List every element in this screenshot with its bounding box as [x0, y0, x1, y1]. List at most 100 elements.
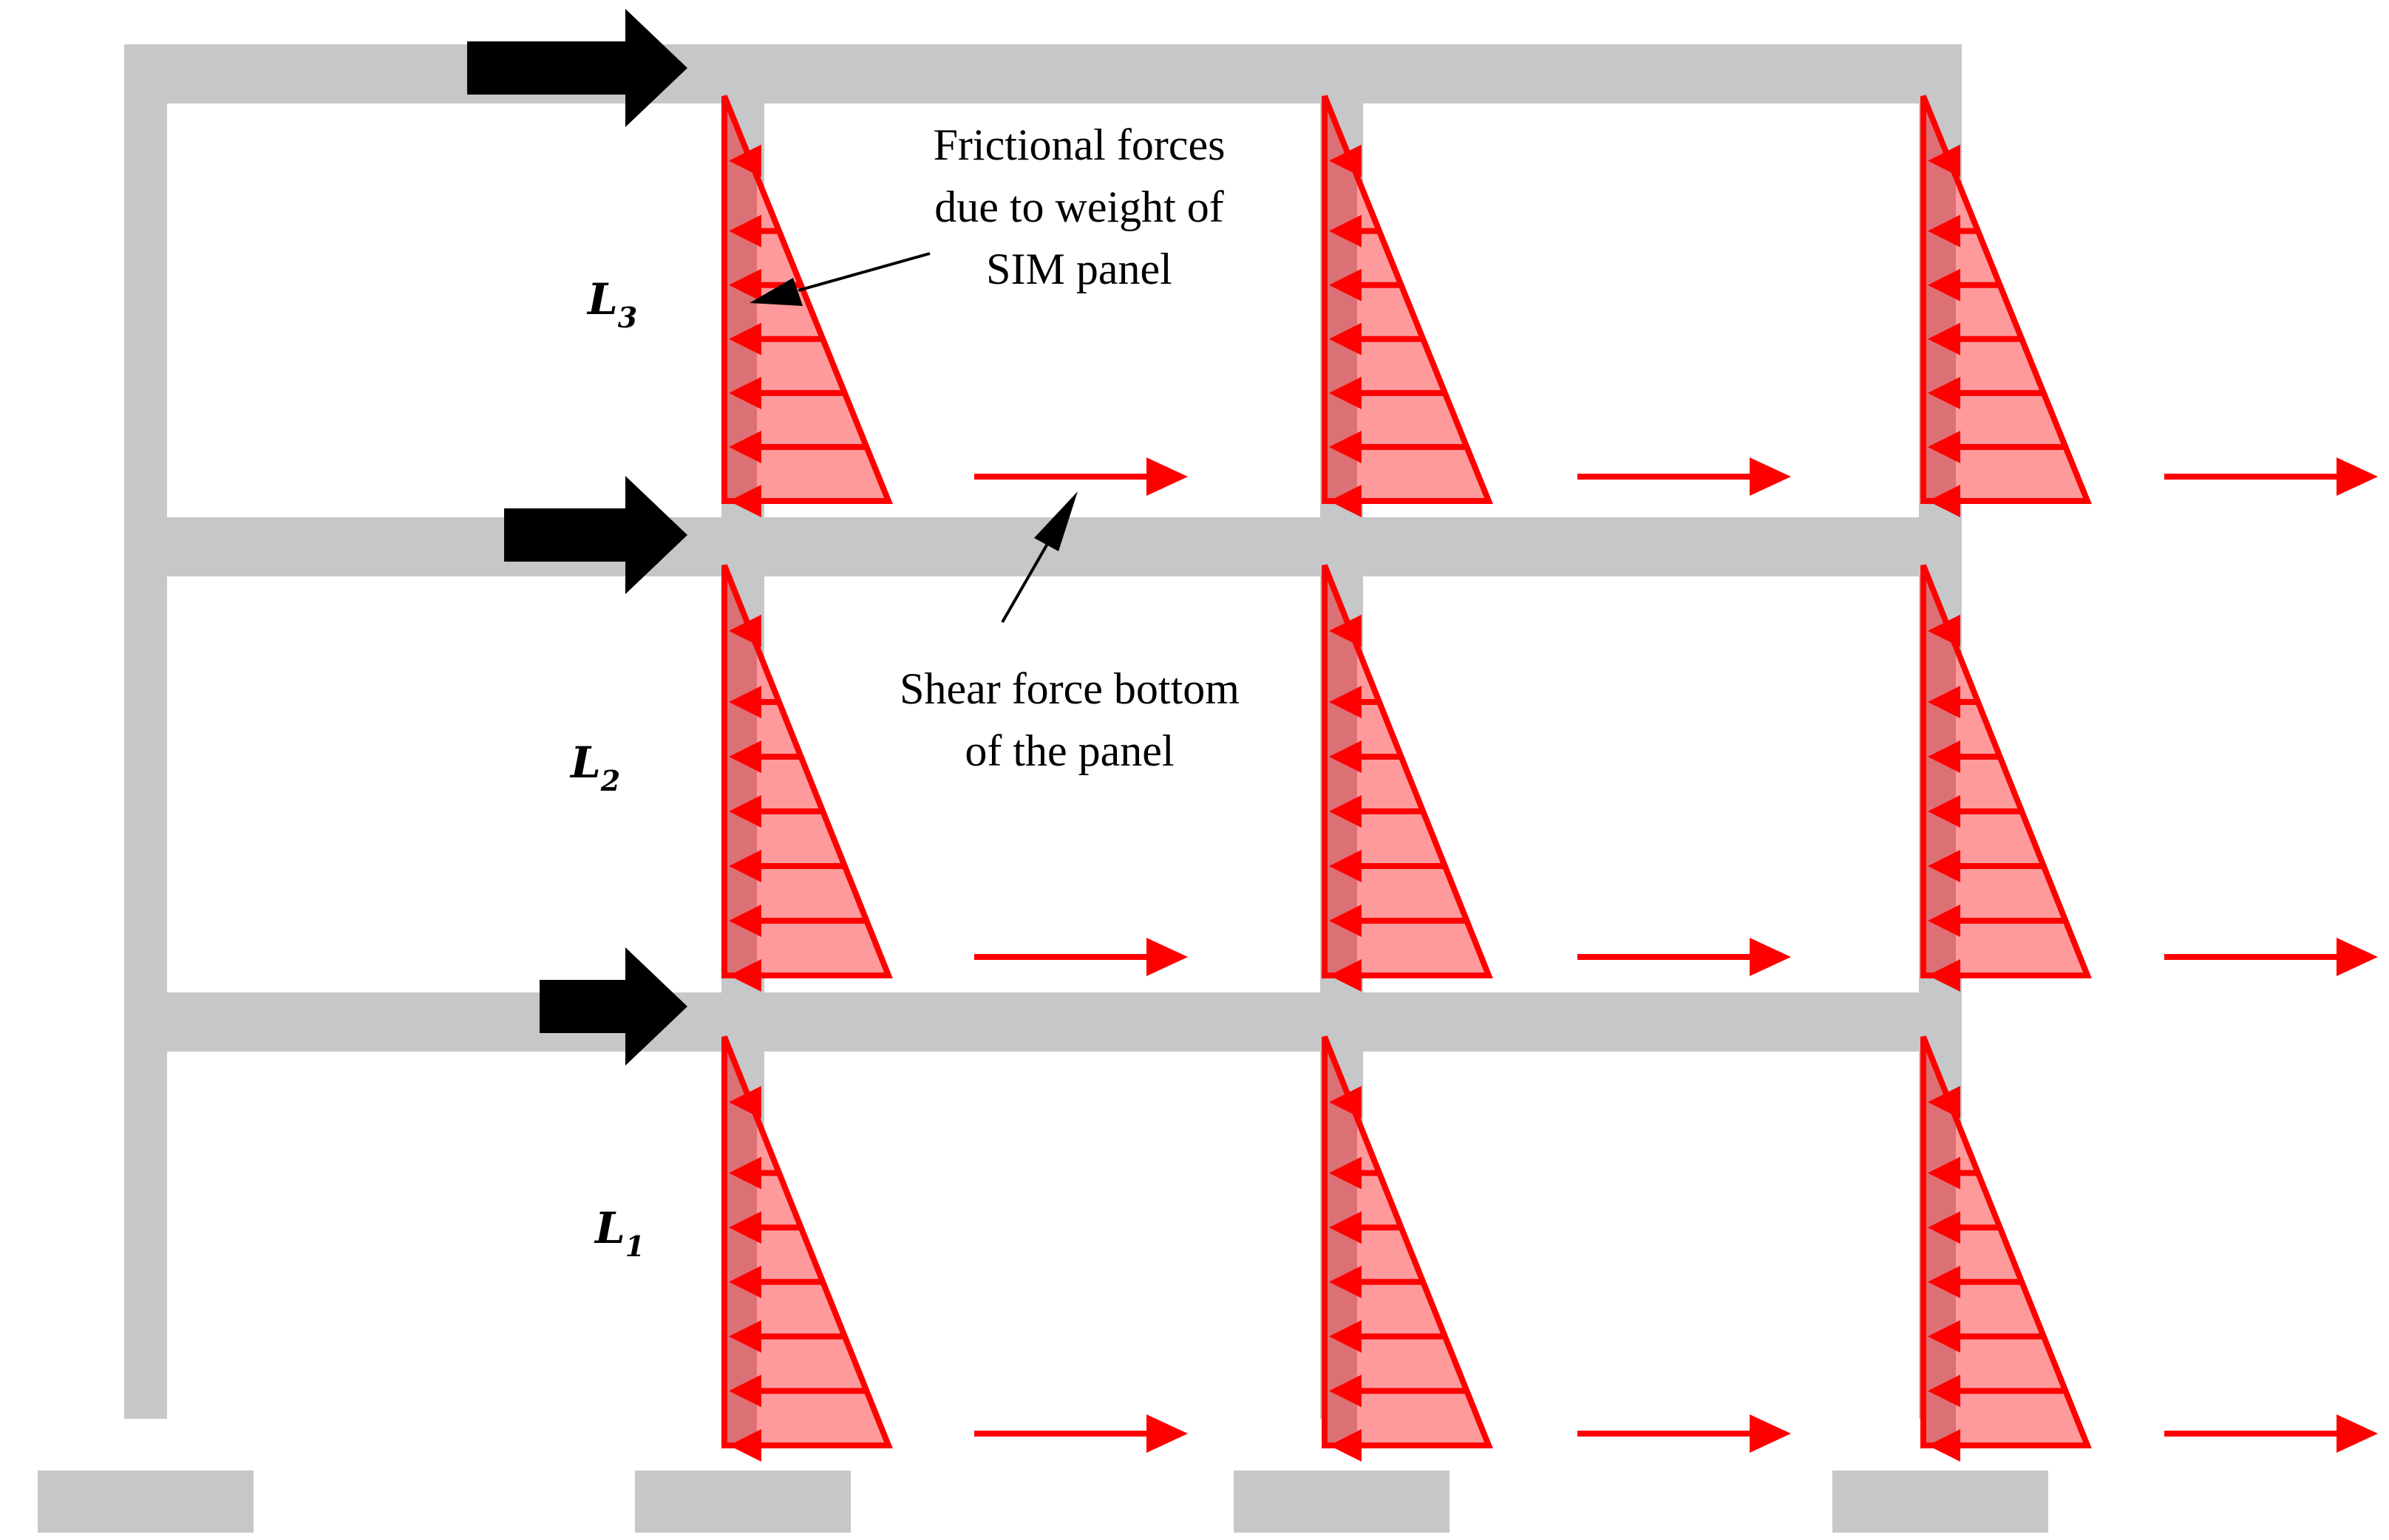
friction-force-arrowhead: [1329, 214, 1362, 248]
friction-force-arrowhead: [729, 430, 761, 463]
friction-distribution-level-1-bay-3: [1920, 1035, 2378, 1462]
footing-2: [635, 1471, 851, 1533]
friction-force-arrowhead: [1329, 268, 1362, 301]
friction-force-arrowhead: [1329, 1211, 1362, 1244]
lateral-load-arrow-2: [504, 476, 687, 594]
friction-force-arrowhead: [1329, 686, 1362, 718]
friction-force-arrowhead: [729, 1211, 761, 1244]
friction-distribution-level-1-bay-2: [1322, 1035, 1791, 1462]
level-label-2: L2: [569, 737, 620, 797]
friction-triangle-outline: [1920, 1035, 2092, 1448]
friction-force-arrowhead: [729, 1265, 761, 1298]
friction-force-arrowhead: [729, 268, 761, 301]
friction-force-arrowhead: [1329, 1156, 1362, 1190]
friction-distribution-level-1-bay-1: [721, 1035, 1188, 1462]
friction-force-arrowhead: [729, 322, 761, 355]
friction-force-arrowhead: [1928, 740, 1960, 773]
friction-force-arrowhead: [1928, 214, 1960, 248]
friction-force-arrowhead: [1928, 850, 1960, 882]
shear-force-arrowhead: [1750, 457, 1791, 496]
friction-triangle-outline: [1322, 95, 1493, 504]
footing-1: [38, 1471, 254, 1533]
lateral-load-arrow-1: [540, 947, 687, 1066]
friction-triangle-outline: [721, 564, 893, 978]
friction-force-arrowhead: [1329, 904, 1362, 937]
shear-callout-line-1: Shear force bottom: [900, 664, 1240, 713]
friction-force-arrowhead: [1329, 322, 1362, 355]
friction-distribution-level-3-bay-3: [1920, 95, 2378, 517]
level-label-3: L3: [586, 274, 637, 334]
friction-force-arrowhead: [729, 850, 761, 882]
friction-callout-leader: [798, 252, 931, 292]
friction-callout-line-3: SIM panel: [986, 245, 1172, 293]
friction-distribution-level-3-bay-1: [721, 95, 1188, 517]
shear-force-arrowhead: [2337, 457, 2378, 496]
friction-force-arrowhead: [1329, 795, 1362, 828]
shear-force-arrowhead: [1146, 457, 1188, 496]
friction-force-arrowhead: [1329, 1374, 1362, 1408]
shear-callout-line-2: of the panel: [965, 726, 1174, 775]
shear-force-arrowhead: [1146, 938, 1188, 976]
friction-force-arrowhead: [1928, 686, 1960, 718]
friction-force-arrowhead: [1928, 795, 1960, 828]
friction-force-arrowhead: [1928, 322, 1960, 355]
column-1: [124, 44, 167, 1419]
friction-force-arrowhead: [1928, 268, 1960, 301]
friction-callout-arrowhead: [750, 278, 803, 306]
friction-force-arrowhead: [1928, 430, 1960, 463]
friction-force-arrowhead: [1329, 740, 1362, 773]
friction-force-arrowhead: [1928, 1156, 1960, 1190]
friction-distribution-level-3-bay-2: [1322, 95, 1791, 517]
friction-force-arrowhead: [1928, 376, 1960, 409]
beam-1: [124, 992, 1962, 1052]
friction-force-arrowhead: [1928, 1211, 1960, 1244]
shear-callout-arrowhead: [1034, 491, 1078, 551]
friction-force-arrowhead: [1329, 1320, 1362, 1353]
friction-force-arrowhead: [729, 686, 761, 718]
friction-force-arrowhead: [729, 376, 761, 409]
friction-callout: Frictional forces due to weight of SIM p…: [750, 120, 1225, 306]
friction-force-arrowhead: [729, 1320, 761, 1353]
shear-force-arrowhead: [1146, 1414, 1188, 1453]
shear-callout: Shear force bottom of the panel: [900, 491, 1240, 775]
friction-force-arrowhead: [1329, 376, 1362, 409]
friction-force-arrowhead: [1928, 1265, 1960, 1298]
friction-force-arrowhead: [729, 740, 761, 773]
friction-force-arrowhead: [729, 214, 761, 248]
shear-force-arrowhead: [2337, 1414, 2378, 1453]
friction-force-arrowhead: [1928, 904, 1960, 937]
friction-triangle-outline: [1920, 95, 2092, 504]
level-labels: L3 L2 L1: [569, 274, 645, 1263]
friction-callout-line-1: Frictional forces: [934, 120, 1226, 169]
friction-distribution-level-2-bay-2: [1322, 564, 1791, 992]
lateral-load-arrows: [467, 9, 687, 1066]
footing-3: [1234, 1471, 1450, 1533]
shear-force-arrowhead: [1750, 938, 1791, 976]
friction-force-arrowhead: [1928, 1320, 1960, 1353]
friction-triangle-outline: [1322, 1035, 1493, 1448]
shear-force-arrowhead: [2337, 938, 2378, 976]
friction-triangle-outline: [721, 1035, 893, 1448]
friction-force-arrowhead: [729, 904, 761, 937]
friction-force-arrowhead: [729, 1374, 761, 1408]
panel-force-distributions: [721, 95, 2378, 1462]
friction-triangle-outline: [1322, 564, 1493, 978]
friction-force-arrowhead: [1329, 850, 1362, 882]
footing-4: [1832, 1471, 2048, 1533]
friction-callout-line-2: due to weight of: [934, 183, 1224, 231]
friction-force-arrowhead: [729, 795, 761, 828]
friction-force-arrowhead: [1928, 1374, 1960, 1408]
friction-force-arrowhead: [1329, 430, 1362, 463]
friction-distribution-level-2-bay-3: [1920, 564, 2378, 992]
shear-force-arrowhead: [1750, 1414, 1791, 1453]
friction-force-arrowhead: [729, 1156, 761, 1190]
lateral-load-arrow-3: [467, 9, 687, 127]
friction-distribution-level-2-bay-1: [721, 564, 1188, 992]
beam-2: [124, 517, 1962, 576]
friction-triangle-outline: [1920, 564, 2092, 978]
friction-triangle-outline: [721, 95, 893, 504]
friction-force-arrowhead: [1329, 1265, 1362, 1298]
level-label-1: L1: [594, 1203, 645, 1263]
beam-3: [124, 44, 1962, 103]
